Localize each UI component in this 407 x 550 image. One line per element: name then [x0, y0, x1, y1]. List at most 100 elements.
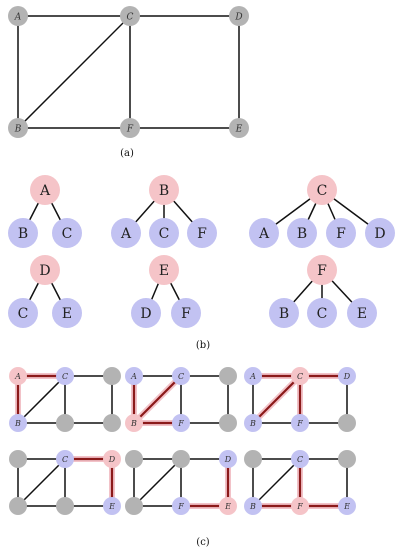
node-B	[8, 118, 28, 138]
node-neighbor-B	[244, 414, 262, 432]
node-other-A	[125, 450, 143, 468]
node-center-B	[125, 414, 143, 432]
tree-child-F	[187, 218, 217, 248]
tree-root-label: E	[159, 263, 169, 279]
node-label-F: F	[296, 502, 303, 511]
tree-root-label: C	[317, 183, 328, 199]
node-label-B: B	[249, 502, 256, 511]
node-neighbor-C	[172, 367, 190, 385]
node-neighbor-C	[291, 450, 309, 468]
node-label-D: D	[234, 13, 242, 23]
neighborhood-D: C D E	[9, 450, 121, 515]
tree-child-label: D	[140, 306, 151, 322]
node-label-E: E	[224, 502, 231, 511]
edge-B-C	[252, 458, 301, 507]
node-neighbor-A	[125, 367, 143, 385]
tree-child-label: B	[18, 226, 28, 242]
tree-root-C	[307, 175, 337, 205]
tree-child-label: C	[18, 306, 29, 322]
node-label-E: E	[108, 502, 115, 511]
node-other-F	[56, 497, 74, 515]
node-other-E	[219, 414, 237, 432]
tree-child-D	[131, 298, 161, 328]
tree-child-A	[249, 218, 279, 248]
node-label-C: C	[62, 455, 68, 464]
node-neighbor-F	[172, 414, 190, 432]
tree-child-C	[307, 298, 337, 328]
node-D	[229, 6, 249, 26]
node-neighbor-A	[244, 367, 262, 385]
node-label-A: A	[14, 372, 21, 381]
tree-child-D	[365, 218, 395, 248]
caption-a: (a)	[120, 148, 134, 159]
node-label-A: A	[249, 372, 256, 381]
tree-root-A	[30, 175, 60, 205]
node-other-B	[9, 497, 27, 515]
tree-child-F	[171, 298, 201, 328]
node-other-A	[9, 450, 27, 468]
neighborhood-A: ABC	[9, 367, 121, 432]
node-neighbor-E	[338, 497, 356, 515]
tree-child-B	[269, 298, 299, 328]
node-neighbor-E	[103, 497, 121, 515]
node-label-F: F	[177, 419, 184, 428]
tree-child-label: F	[336, 226, 346, 242]
node-label-E: E	[343, 502, 350, 511]
tree-root-label: F	[317, 263, 327, 279]
node-neighbor-D	[338, 367, 356, 385]
neighborhood-F: B C E F	[244, 450, 356, 515]
tree-root-D	[30, 255, 60, 285]
node-neighbor-F	[291, 414, 309, 432]
node-other-E	[338, 414, 356, 432]
tree-child-E	[52, 298, 82, 328]
tree-child-C	[149, 218, 179, 248]
node-label-C: C	[297, 455, 303, 464]
node-other-D	[219, 367, 237, 385]
node-label-B: B	[130, 419, 137, 428]
node-center-E	[219, 497, 237, 515]
node-center-C	[291, 367, 309, 385]
tree-root-label: A	[39, 183, 51, 199]
tree-child-label: F	[197, 226, 207, 242]
tree-child-label: C	[62, 226, 73, 242]
tree-child-A	[111, 218, 141, 248]
node-neighbor-B	[244, 497, 262, 515]
node-center-A	[9, 367, 27, 385]
node-label-D: D	[224, 455, 232, 464]
node-label-B: B	[249, 419, 256, 428]
neighborhood-E: DEF	[125, 450, 237, 515]
node-other-D	[338, 450, 356, 468]
tree-A: A B C	[8, 175, 82, 248]
tree-child-C	[8, 298, 38, 328]
node-C	[120, 6, 140, 26]
tree-child-label: C	[159, 226, 170, 242]
tree-child-B	[8, 218, 38, 248]
node-neighbor-C	[56, 367, 74, 385]
tree-child-C	[52, 218, 82, 248]
caption-b: (b)	[196, 340, 210, 351]
node-F	[120, 118, 140, 138]
node-label-E: E	[235, 125, 243, 135]
node-neighbor-D	[219, 450, 237, 468]
tree-child-F	[326, 218, 356, 248]
tree-child-label: B	[297, 226, 307, 242]
node-neighbor-C	[56, 450, 74, 468]
node-other-B	[125, 497, 143, 515]
edge-B-C	[17, 375, 66, 424]
tree-child-label: D	[374, 226, 385, 242]
node-label-F: F	[126, 125, 134, 135]
edge-B-C	[133, 458, 182, 507]
caption-c: (c)	[196, 537, 210, 548]
tree-root-label: D	[39, 263, 50, 279]
tree-child-label: A	[258, 226, 270, 242]
hl-edge-B-C	[251, 374, 302, 425]
node-E	[229, 118, 249, 138]
node-label-D: D	[108, 455, 116, 464]
